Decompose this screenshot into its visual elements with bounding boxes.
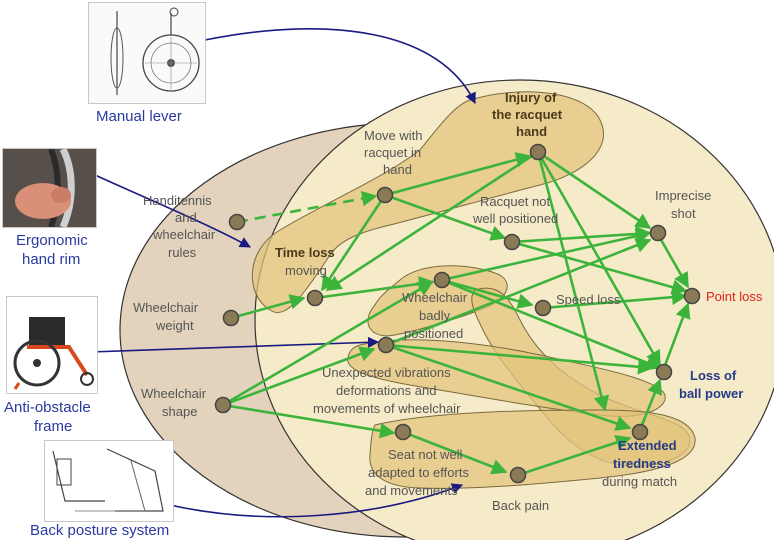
label-imprecise-2: shot bbox=[671, 206, 696, 221]
node-time-loss-moving bbox=[306, 289, 324, 307]
node-extended-tiredness bbox=[631, 423, 649, 441]
manual-lever-label: Manual lever bbox=[96, 108, 182, 125]
node-wheelchair-badly-positioned bbox=[433, 271, 451, 289]
back-posture-label: Back posture system bbox=[30, 522, 170, 539]
node-unexpected-vibrations bbox=[377, 336, 395, 354]
label-injury-2: the racquet bbox=[492, 107, 563, 122]
node-back-pain bbox=[509, 466, 527, 484]
label-seat-2: adapted to efforts bbox=[368, 465, 469, 480]
label-imprecise-1: Imprecise bbox=[655, 188, 712, 203]
node-loss-of-ball-power bbox=[655, 363, 673, 381]
label-time-loss: Time loss bbox=[275, 245, 335, 260]
label-moving: moving bbox=[285, 263, 327, 278]
link-manual-lever bbox=[204, 28, 476, 105]
label-wheelchair: wheelchair bbox=[153, 227, 216, 242]
label-wheelchair-weight-1: Wheelchair bbox=[133, 300, 199, 315]
anti-obstacle-label: Anti-obstacle bbox=[4, 399, 91, 416]
label-badly-3: positioned bbox=[404, 326, 464, 341]
label-and: and bbox=[175, 210, 197, 225]
label-injury-3: hand bbox=[516, 124, 548, 139]
label-move-3: hand bbox=[383, 162, 412, 177]
label-vibrations-2: deformations and bbox=[336, 383, 437, 398]
label-handitennis: Handitennis bbox=[143, 193, 212, 208]
diagram-nodes bbox=[214, 143, 701, 484]
label-badly-2: badly bbox=[419, 308, 451, 323]
label-extended: Extended bbox=[618, 438, 677, 453]
ergonomic-label: Ergonomic bbox=[16, 232, 88, 249]
label-vibrations-3: movements of wheelchair bbox=[313, 401, 461, 416]
label-seat-1: Seat not well bbox=[388, 447, 463, 462]
label-racquet-2: well positioned bbox=[473, 211, 559, 226]
label-speed-loss: Speed loss bbox=[556, 292, 621, 307]
label-tiredness: tiredness bbox=[613, 456, 671, 471]
label-back-pain: Back pain bbox=[492, 498, 550, 513]
hand-rim-image bbox=[2, 148, 97, 228]
blob-top bbox=[251, 91, 604, 313]
blob-bottom bbox=[369, 409, 696, 489]
node-seat-not-well-adapted bbox=[394, 423, 412, 441]
link-back-posture bbox=[169, 483, 464, 518]
back-posture-drawing bbox=[44, 440, 174, 522]
node-wheelchair-shape bbox=[214, 396, 232, 414]
manual-lever-image bbox=[88, 2, 206, 104]
link-anti-obstacle bbox=[89, 336, 380, 353]
label-ball-power-2: ball power bbox=[679, 386, 744, 401]
node-handitennis-rules bbox=[228, 213, 246, 231]
link-hand-rim bbox=[94, 174, 251, 248]
node-speed-loss bbox=[534, 299, 552, 317]
node-move-with-racquet bbox=[376, 186, 394, 204]
node-wheelchair-weight bbox=[222, 309, 240, 327]
label-badly-1: Wheelchair bbox=[402, 290, 468, 305]
causal-arrows bbox=[222, 150, 691, 477]
node-imprecise-shot bbox=[649, 224, 667, 242]
node-injury-racquet-hand bbox=[529, 143, 547, 161]
label-ball-power-1: Loss of bbox=[690, 368, 737, 383]
solution-links bbox=[89, 28, 476, 518]
frame-label: frame bbox=[34, 418, 73, 435]
label-point-loss: Point loss bbox=[706, 289, 763, 304]
label-seat-3: and movements bbox=[365, 483, 458, 498]
label-move-1: Move with bbox=[364, 128, 423, 143]
label-wheelchair-shape-2: shape bbox=[162, 404, 198, 419]
label-during-match: during match bbox=[602, 474, 678, 489]
label-rules: rules bbox=[168, 245, 197, 260]
label-move-2: racquet in bbox=[364, 145, 422, 160]
node-point-loss bbox=[683, 287, 701, 305]
node-racquet-not-well-positioned bbox=[503, 233, 521, 251]
label-vibrations-1: Unexpected vibrations bbox=[322, 365, 451, 380]
label-wheelchair-weight-2: weight bbox=[156, 318, 194, 333]
label-injury-1: Injury of bbox=[505, 90, 557, 105]
label-racquet-1: Racquet not bbox=[480, 194, 551, 209]
hand-rim-label: hand rim bbox=[22, 251, 81, 268]
wheelchair-frame-image bbox=[6, 296, 98, 394]
label-wheelchair-shape-1: Wheelchair bbox=[141, 386, 207, 401]
